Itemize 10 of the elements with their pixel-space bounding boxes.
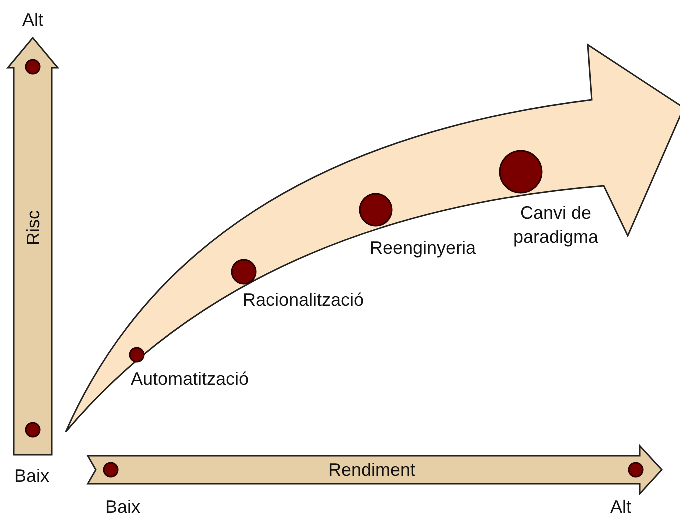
stage-label: Canvi de paradigma [512,202,600,249]
axis-label: Alt [22,9,44,32]
axis-title: Risc [22,210,44,246]
axis-label: Alt [610,496,632,516]
axis-label: Baix [106,496,141,516]
stage-label: Reenginyeria [370,237,476,260]
stage-label: Racionalització [243,289,364,312]
axis-label: Baix [14,465,50,488]
stage-label: Automatització [131,368,250,391]
axis-title: Rendiment [328,459,416,482]
